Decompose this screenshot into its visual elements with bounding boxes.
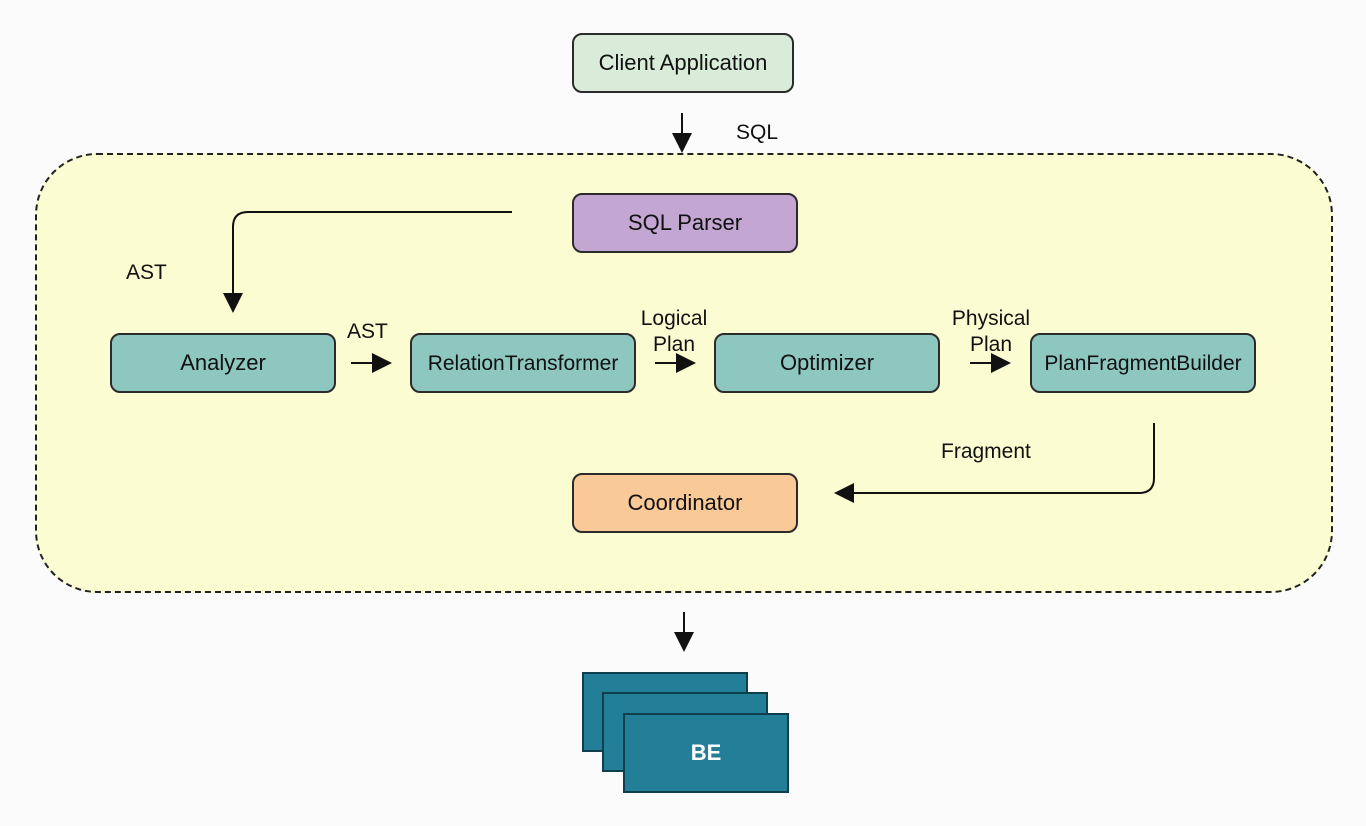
optimizer-label: Optimizer — [779, 350, 875, 375]
plan-fragment-builder-node: PlanFragmentBuilder — [1030, 333, 1256, 393]
coordinator-label: Coordinator — [627, 490, 743, 515]
plan-fragment-builder-label: PlanFragmentBuilder — [1044, 351, 1242, 375]
ast-analyzer-edge-label: AST — [347, 320, 388, 343]
optimizer-node: Optimizer — [714, 333, 940, 393]
client-application-label: Client Application — [598, 50, 768, 75]
ast-parser-edge-label: AST — [126, 261, 167, 284]
client-application-node: Client Application — [572, 33, 794, 93]
relation-transformer-node: RelationTransformer — [410, 333, 636, 393]
physical-plan-edge-label-line1: Physical — [951, 307, 1031, 330]
sql-parser-node: SQL Parser — [572, 193, 798, 253]
physical-plan-edge-label-line2: Plan — [969, 333, 1013, 356]
be-card-front — [623, 713, 789, 793]
coordinator-node: Coordinator — [572, 473, 798, 533]
analyzer-node: Analyzer — [110, 333, 336, 393]
fragment-edge-label: Fragment — [941, 440, 1031, 463]
be-label: BE — [690, 740, 722, 765]
relation-transformer-label: RelationTransformer — [427, 351, 619, 375]
sql-parser-label: SQL Parser — [627, 210, 743, 235]
logical-plan-edge-label-line2: Plan — [652, 333, 696, 356]
logical-plan-edge-label-line1: Logical — [640, 307, 708, 330]
sql-edge-label: SQL — [736, 121, 779, 144]
analyzer-label: Analyzer — [180, 350, 266, 375]
